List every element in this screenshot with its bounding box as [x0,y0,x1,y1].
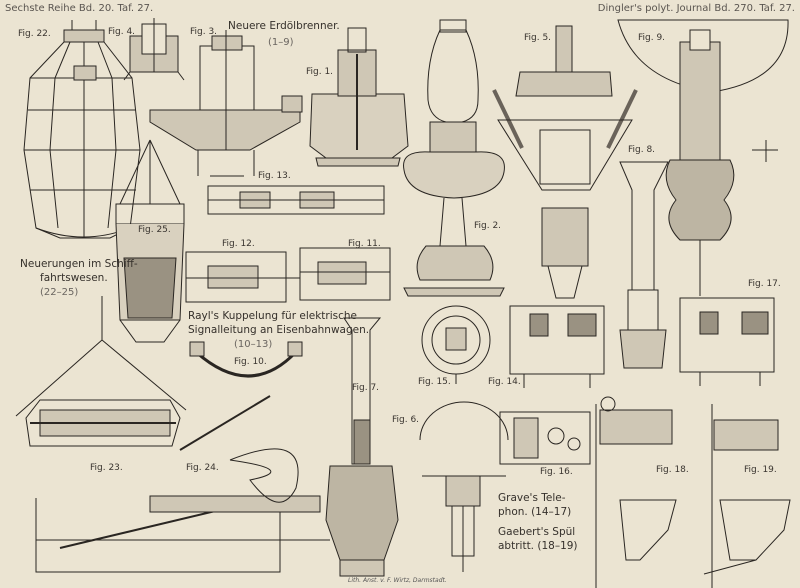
header-right: Dingler's polyt. Journal Bd. 270. Taf. 2… [597,3,795,14]
label-fig17: Fig. 17. [748,279,781,289]
fig5-lantern-burners [492,25,638,299]
fig1-lamp-reservoir [309,27,409,167]
label-fig7: Fig. 7. [352,383,380,393]
fig15-telephone-disc [421,305,491,384]
fig16-telephone-side [499,411,591,465]
label-fig2: Fig. 2. [474,221,502,231]
label-fig24: Fig. 24. [186,463,219,473]
caption-rayl-line2: Signalleitung an Eisenbahnwagen. [188,324,370,336]
fig17-telephone [679,297,775,386]
label-fig15: Fig. 15. [418,377,451,387]
label-fig4: Fig. 4. [108,27,136,37]
caption-schiffahrt-line1: Neuerungen im Schiff- [20,258,138,270]
label-fig25: Fig. 25. [138,225,171,235]
fig9-reflector-lamp [617,19,789,296]
label-fig8: Fig. 8. [628,145,656,155]
caption-rayl-range: (10–13) [234,339,273,350]
label-fig6: Fig. 6. [392,415,420,425]
caption-schiffahrt-range: (22–25) [40,287,79,298]
fig3-burner-section [149,30,303,177]
caption-gaebert-line1: Gaebert's Spül [498,526,576,538]
fig19-flush-toilet [703,404,791,588]
label-fig1: Fig. 1. [306,67,334,77]
label-fig11: Fig. 11. [348,239,381,249]
label-fig12: Fig. 12. [222,239,255,249]
imprint: Lith. Anst. v. F. Wirtz, Darmstadt. [348,577,447,584]
label-fig23: Fig. 23. [90,463,123,473]
label-fig9: Fig. 9. [638,33,666,43]
label-fig18: Fig. 18. [656,465,689,475]
label-fig22: Fig. 22. [18,29,51,39]
fig12-coupling [185,251,300,303]
caption-rayl-line1: Rayl's Kuppelung für elektrische [188,310,357,322]
fig18-flush-toilet [595,396,677,588]
caption-grave-line1: Grave's Tele- [498,492,566,504]
label-fig5: Fig. 5. [524,33,552,43]
label-fig3: Fig. 3. [190,27,218,37]
header-left: Sechste Reihe Bd. 20. Taf. 27. [5,3,154,14]
caption-gaebert-line2: abtritt. (18–19) [498,540,578,552]
caption-schiffahrt-line2: fahrtswesen. [40,272,108,284]
fig25-bag-lantern [115,139,185,343]
fig23-davit [15,296,187,447]
label-fig19: Fig. 19. [744,465,777,475]
fig10-bracket [189,341,303,378]
fig14-telephone [509,305,605,388]
fig24-slipway [35,395,330,573]
fig8-tall-chimney [619,161,669,369]
fig4-burner-detail [123,18,185,81]
label-fig16: Fig. 16. [540,467,573,477]
label-fig14: Fig. 14. [488,377,521,387]
fig22-lantern-cage [23,20,141,239]
caption-erdoelbrenner-range: (1–9) [268,37,294,48]
label-fig13: Fig. 13. [258,171,291,181]
fig7-chimney-stove [325,317,399,577]
fig2-table-lamp [403,19,505,297]
caption-grave-line2: phon. (14–17) [498,506,572,518]
label-fig10: Fig. 10. [234,357,267,367]
fig11-coupling [299,247,391,301]
caption-erdoelbrenner-title: Neuere Erdölbrenner. [228,20,340,32]
fig13-coupling [207,185,385,215]
fig6-globe-burner [419,401,509,572]
